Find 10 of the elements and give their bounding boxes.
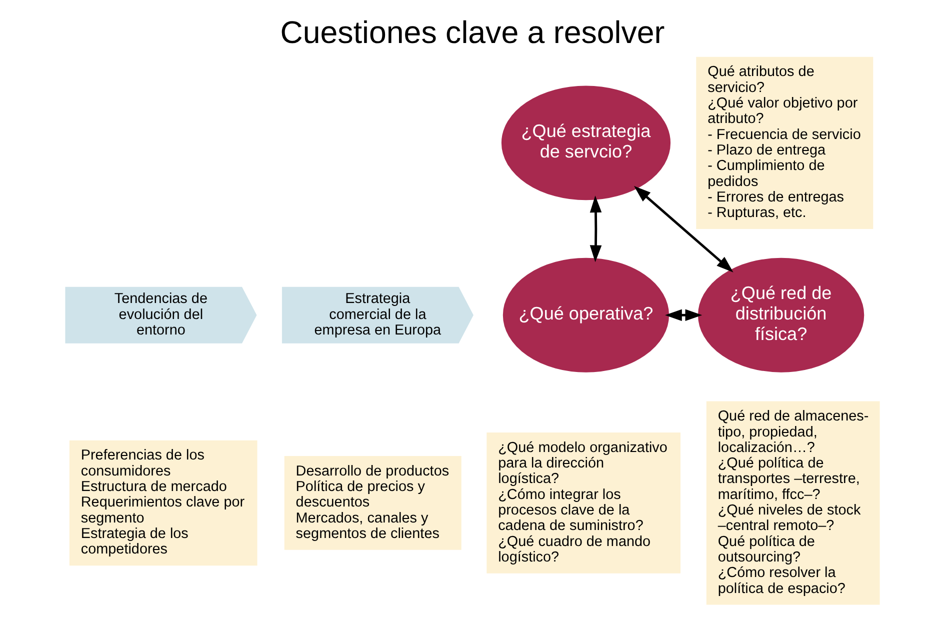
- node-box: Qué atributos de servicio? ¿Qué valor objetivo por atributo? - Frecuencia de servicio - Plazo de entrega - Cumplimiento de pedidos - Errores de entregas - Rupturas, etc.: [696, 56, 873, 230]
- arrow: [589, 196, 602, 262]
- node-box: Desarrollo de productos Política de precios y descuentos Mercados, canales y segmentos de clientes: [284, 456, 461, 550]
- node-box: ¿Qué modelo organizativo para la dirección logística? ¿Cómo integrar los procesos clave de la cadena de suministro? ¿Qué cuadro de mando logístico?: [486, 432, 680, 574]
- diagram-title: Cuestiones clave a resolver: [280, 14, 664, 50]
- node-box: Preferencias de los consumidores Estructura de mercado Requerimientos clave por segmento Estrategia de los competidores: [68, 440, 257, 566]
- arrow: [633, 186, 733, 272]
- node-ellipse: ¿Qué operativa?: [502, 258, 669, 372]
- arrow: [664, 309, 702, 322]
- node-box: Qué red de almacenes-tipo, propiedad, localización…? ¿Qué política de transportes –terrestre, marítimo, ffcc–? ¿Qué niveles de stock –central remoto–? Qué política de outsourcing? ¿Cómo resolver la política de espacio?: [706, 401, 880, 605]
